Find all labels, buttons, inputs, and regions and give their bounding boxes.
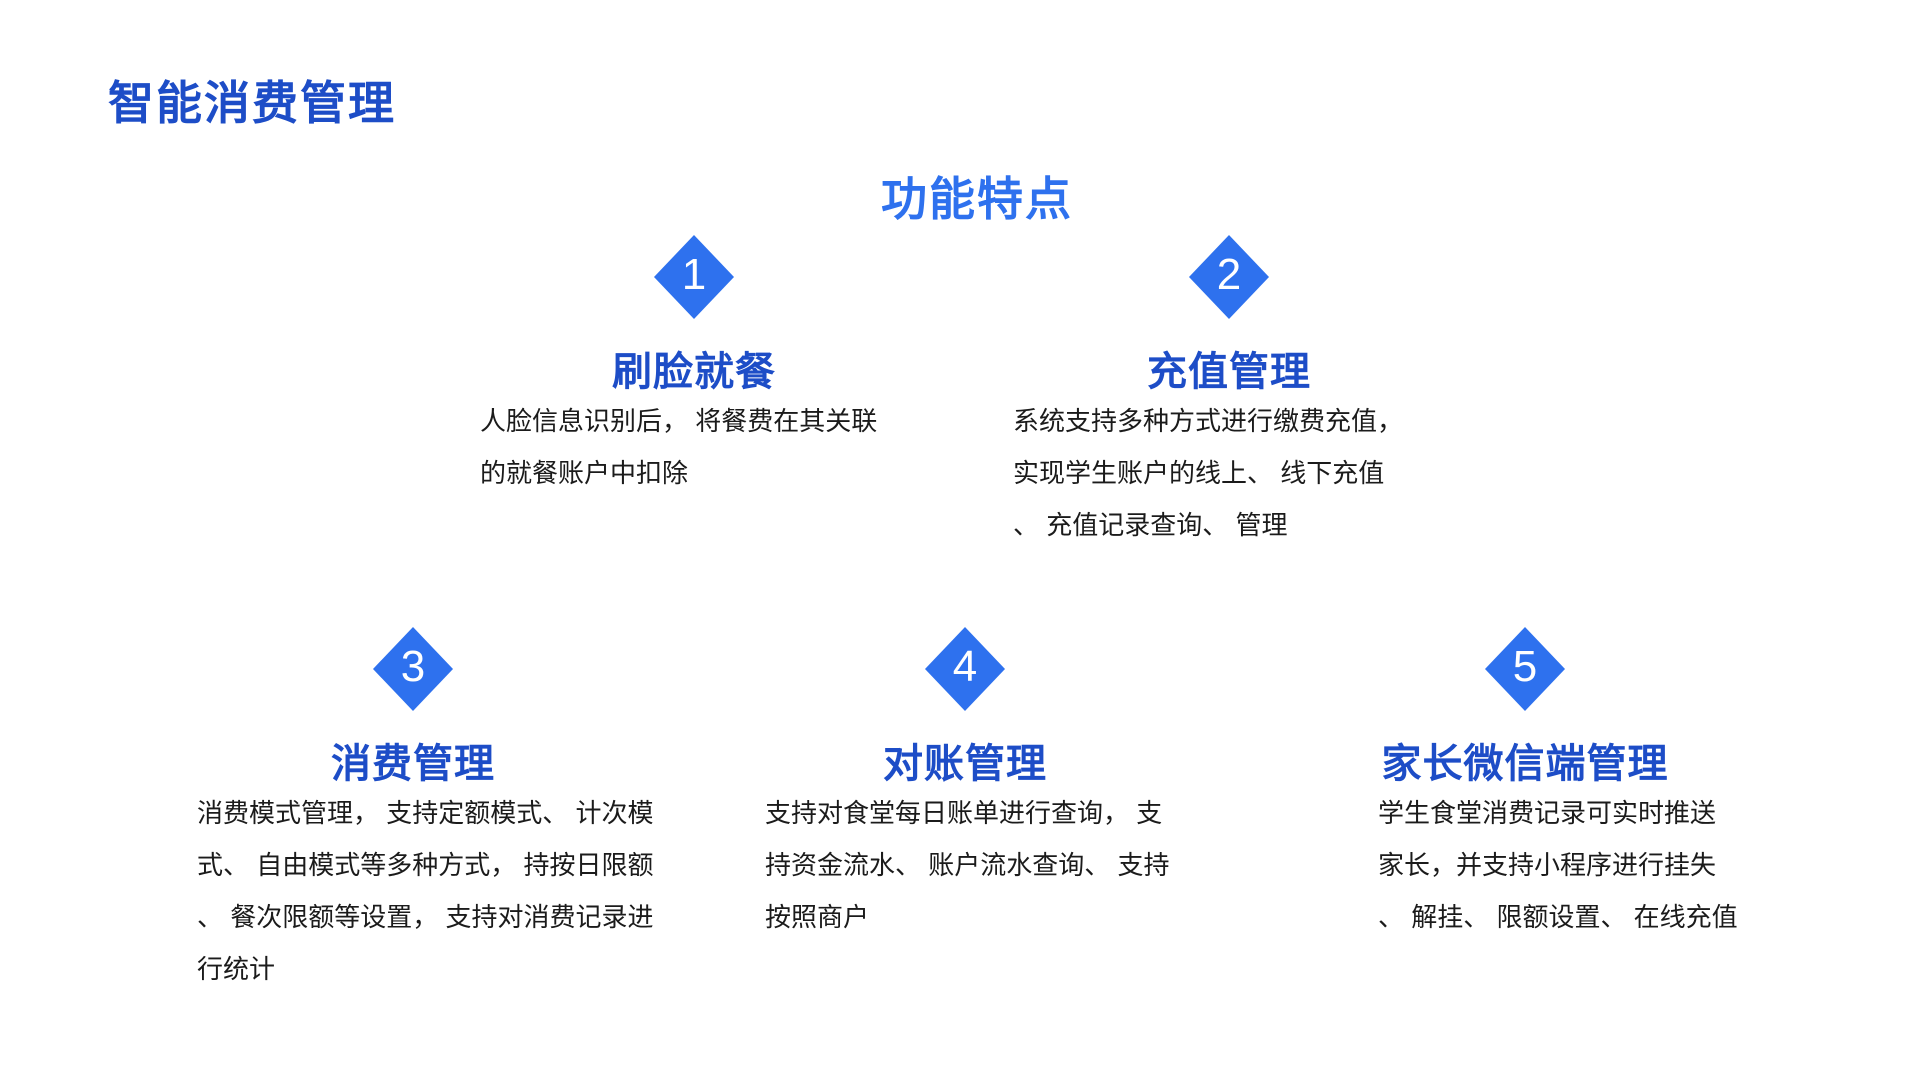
feature-heading: 刷脸就餐 bbox=[612, 350, 776, 394]
feature-description: 学生食堂消费记录可实时推送 家长，并支持小程序进行挂失 、 解挂、 限额设置、 … bbox=[1378, 798, 1738, 932]
feature-heading: 充值管理 bbox=[1147, 350, 1311, 394]
feature-block-2: 2 充值管理 系统支持多种方式进行缴费充值， 实现学生账户的线上、 线下充值 、… bbox=[1013, 235, 1473, 635]
feature-number: 2 bbox=[1216, 250, 1242, 299]
feature-description: 系统支持多种方式进行缴费充值， 实现学生账户的线上、 线下充值 、 充值记录查询… bbox=[1013, 406, 1404, 540]
diamond-marker-3: 3 bbox=[373, 627, 453, 711]
feature-number: 5 bbox=[1512, 642, 1538, 691]
feature-block-4: 4 对账管理 支持对食堂每日账单进行查询， 支 持资金流水、 账户流水查询、 支… bbox=[765, 627, 1230, 1027]
feature-description: 支持对食堂每日账单进行查询， 支 持资金流水、 账户流水查询、 支持 按照商户 bbox=[765, 798, 1170, 932]
feature-number: 4 bbox=[952, 642, 978, 691]
feature-block-1: 1 刷脸就餐 人脸信息识别后， 将餐费在其关联 的就餐账户中扣除 bbox=[480, 235, 950, 635]
feature-heading: 对账管理 bbox=[883, 742, 1047, 786]
diamond-marker-2: 2 bbox=[1189, 235, 1269, 319]
diamond-marker-5: 5 bbox=[1485, 627, 1565, 711]
feature-number: 3 bbox=[400, 642, 426, 691]
feature-heading: 家长微信端管理 bbox=[1381, 742, 1669, 786]
feature-description: 消费模式管理， 支持定额模式、 计次模 式、 自由模式等多种方式， 持按日限额 … bbox=[197, 798, 654, 984]
section-subtitle: 功能特点 bbox=[881, 173, 1073, 225]
diamond-marker-4: 4 bbox=[925, 627, 1005, 711]
feature-number: 1 bbox=[681, 250, 707, 299]
feature-block-5: 5 家长微信端管理 学生食堂消费记录可实时推送 家长，并支持小程序进行挂失 、 … bbox=[1378, 627, 1808, 1027]
diamond-marker-1: 1 bbox=[654, 235, 734, 319]
feature-description: 人脸信息识别后， 将餐费在其关联 的就餐账户中扣除 bbox=[480, 406, 878, 488]
feature-heading: 消费管理 bbox=[331, 742, 495, 786]
page-title: 智能消费管理 bbox=[108, 77, 396, 129]
feature-block-3: 3 消费管理 消费模式管理， 支持定额模式、 计次模 式、 自由模式等多种方式，… bbox=[197, 627, 727, 1027]
